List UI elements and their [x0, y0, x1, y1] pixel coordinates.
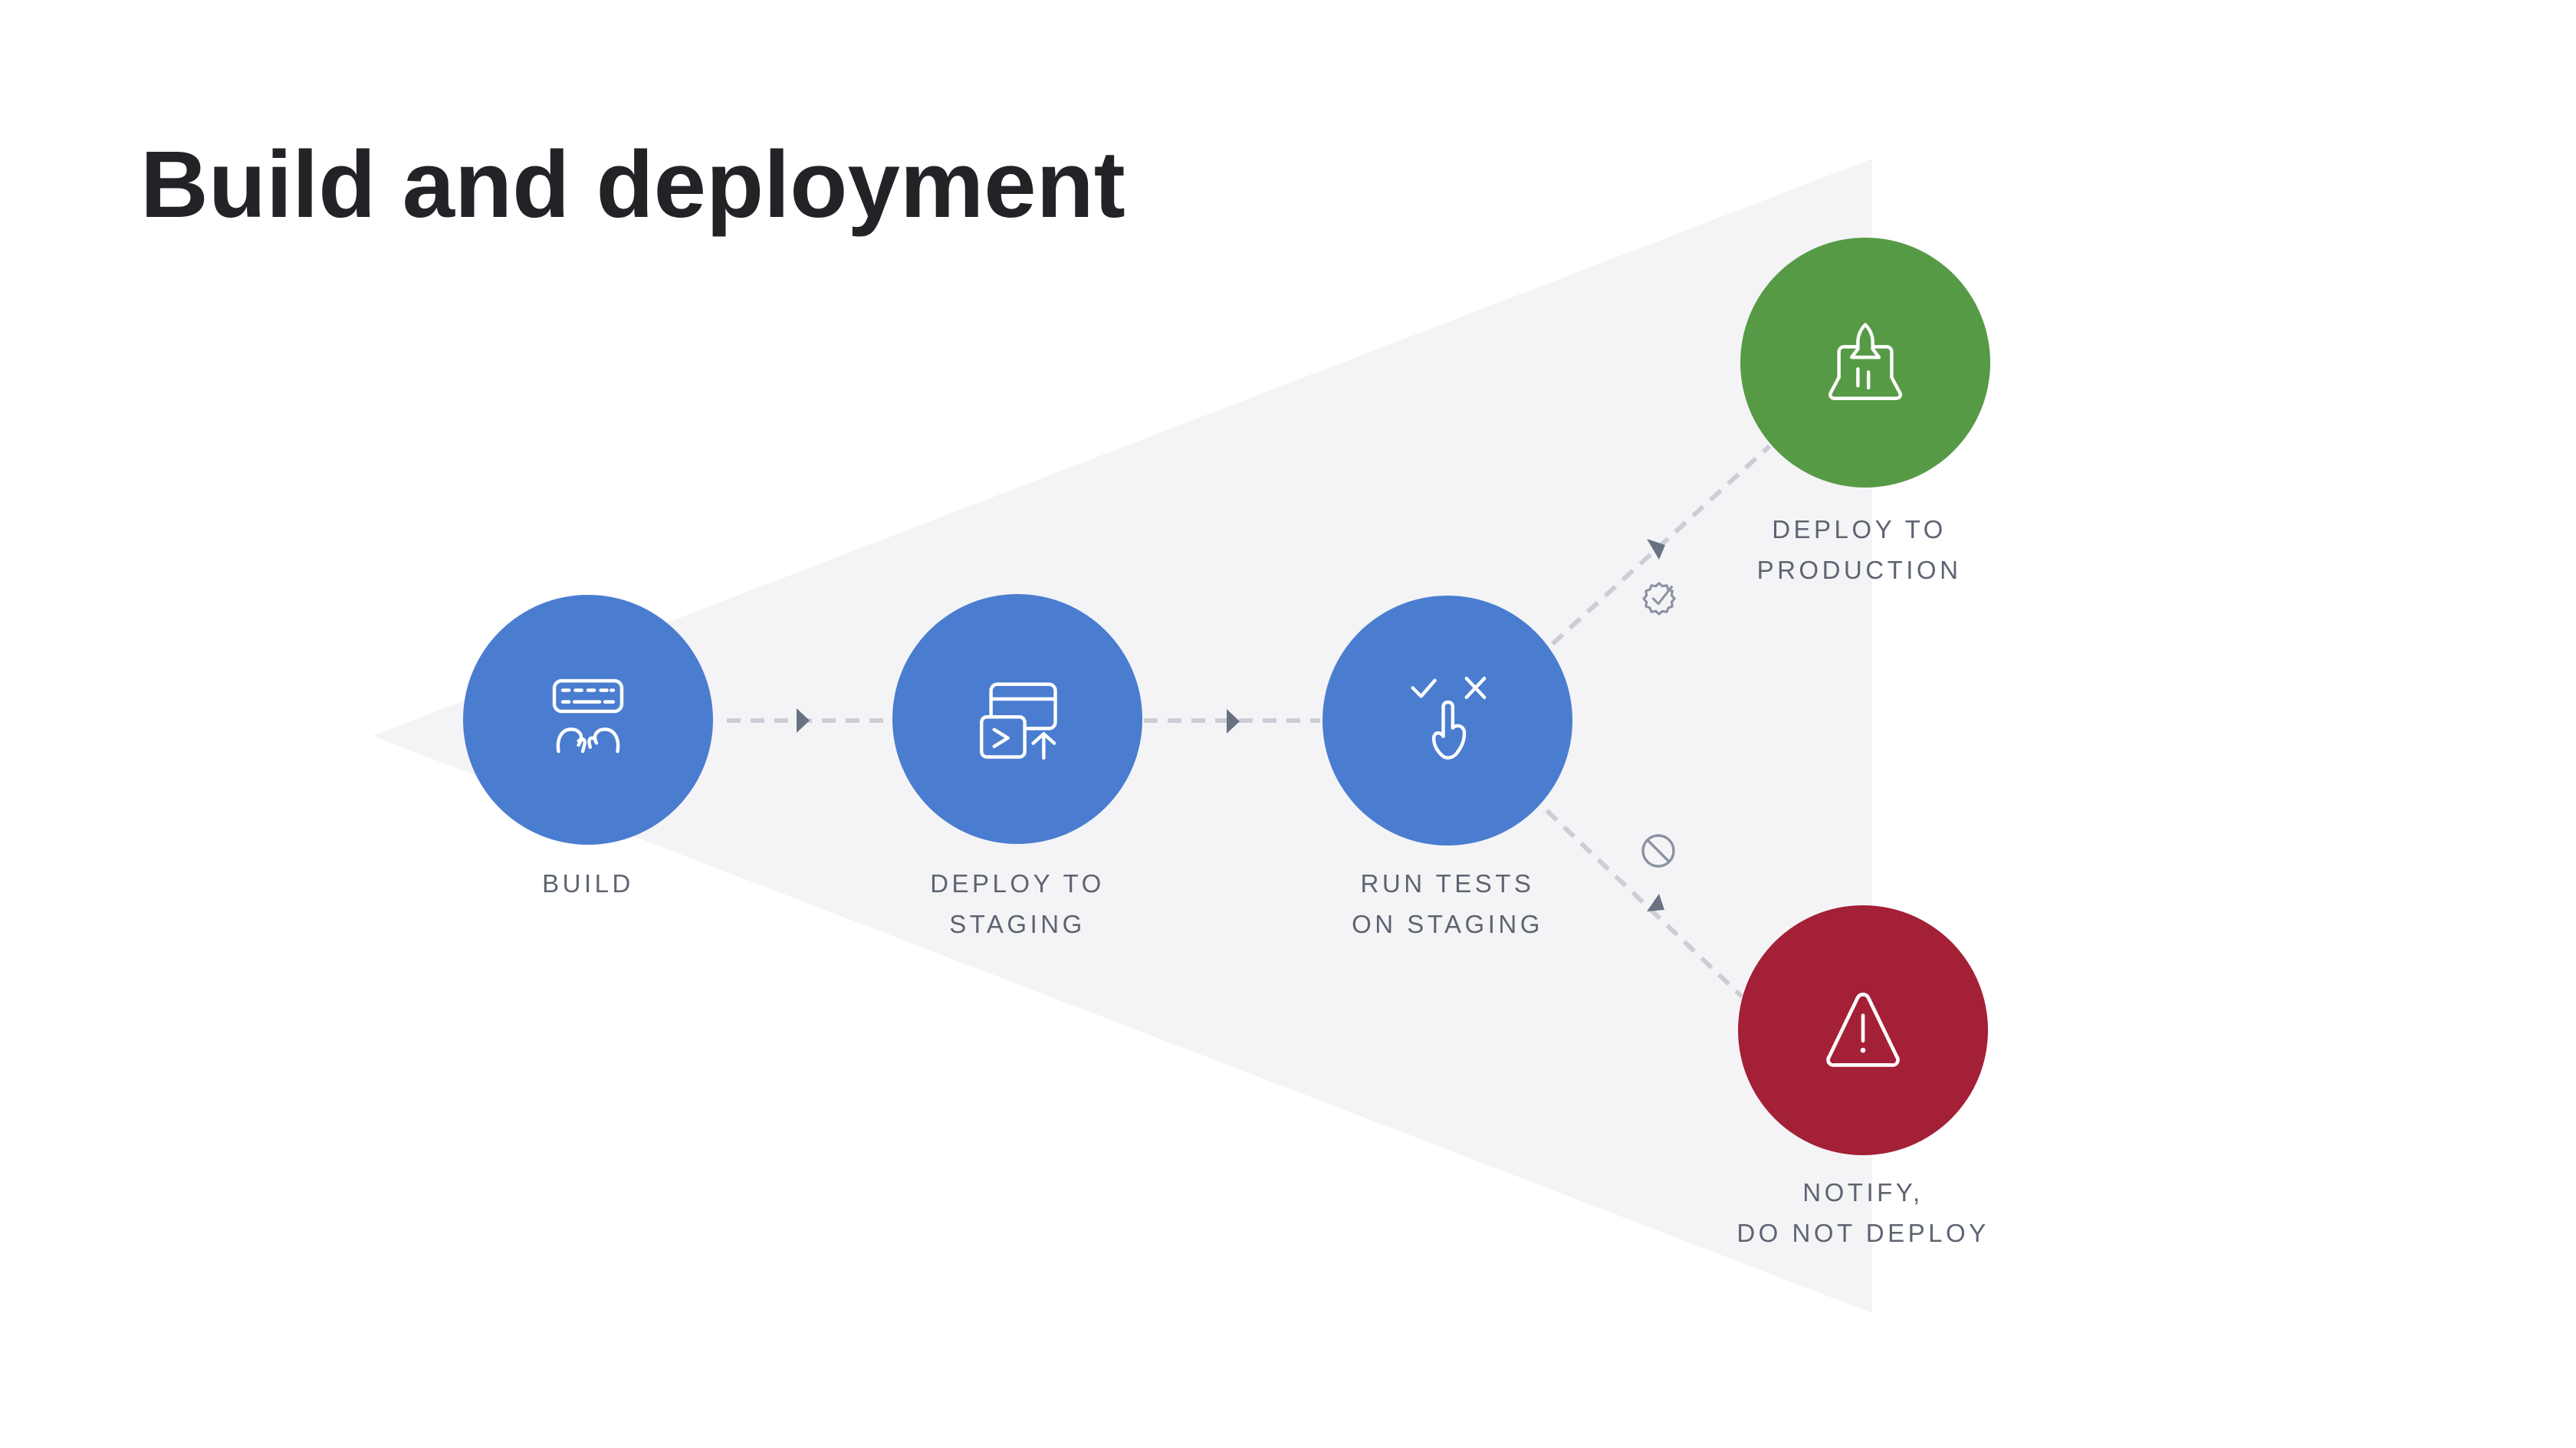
- node-label-notify: NOTIFY, DO NOT DEPLOY: [1737, 1178, 1990, 1247]
- terminal-window-icon: [980, 682, 1057, 760]
- verified-badge-icon: [1642, 582, 1676, 616]
- node-label-deploy-staging: DEPLOY TO STAGING: [930, 869, 1105, 938]
- node-deploy-staging: [892, 594, 1142, 844]
- page-title: Build and deployment: [140, 133, 1125, 238]
- tap-check-cross-icon: [1411, 676, 1487, 760]
- dashed-connector-tests-notify: [1527, 792, 1744, 999]
- arrowhead-branch-up-icon: [1647, 539, 1665, 560]
- node-run-tests: [1322, 596, 1572, 845]
- arrowhead-right-icon: [1227, 709, 1240, 734]
- node-deploy-production: [1740, 238, 1990, 488]
- rocket-laptop-icon: [1829, 323, 1902, 400]
- keyboard-typing-icon: [552, 678, 624, 754]
- node-label-deploy-production: DEPLOY TO PRODUCTION: [1756, 515, 1962, 584]
- node-label-run-tests: RUN TESTS ON STAGING: [1352, 869, 1543, 938]
- warning-triangle-icon: [1826, 992, 1900, 1067]
- arrowhead-branch-down-icon: [1647, 894, 1664, 911]
- node-build: [463, 595, 713, 845]
- node-label-build: BUILD: [542, 869, 634, 898]
- arrowhead-right-icon: [797, 708, 810, 733]
- blocked-icon: [1641, 834, 1675, 868]
- node-notify: [1738, 905, 1988, 1155]
